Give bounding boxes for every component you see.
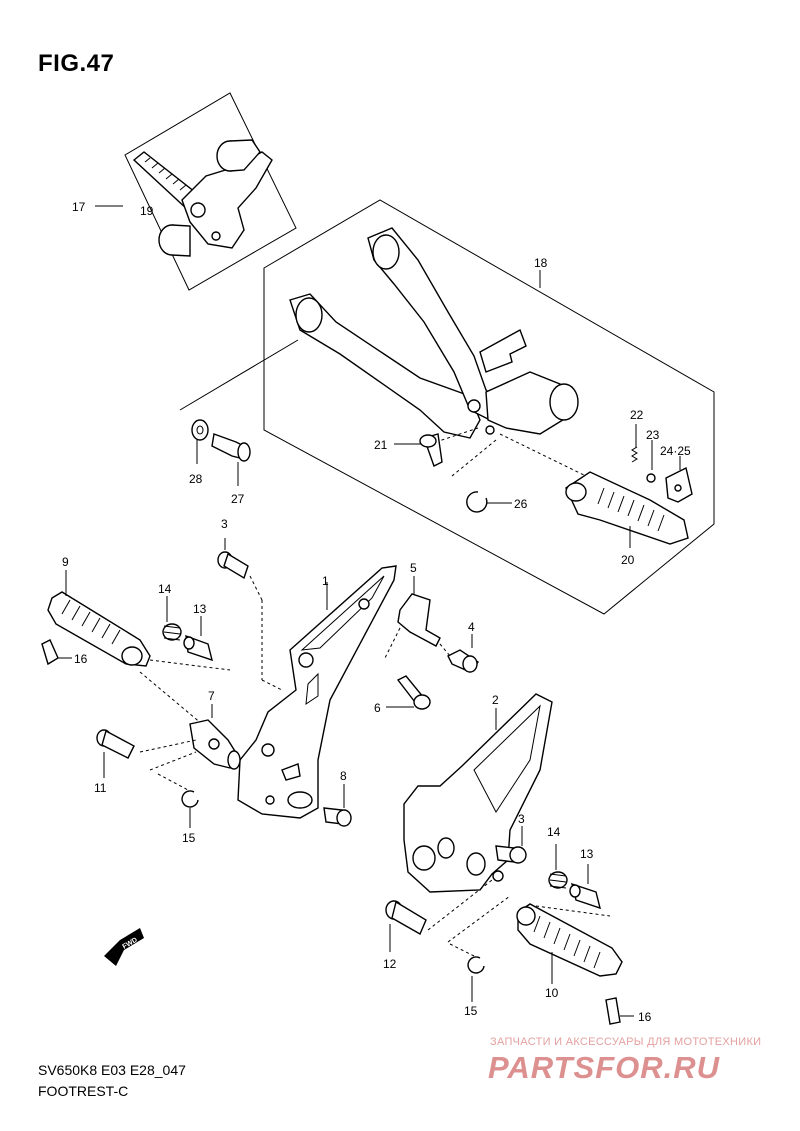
callout-28: 28 [189, 472, 203, 486]
pin-12-clip-15-right [385, 879, 511, 1002]
watermark-subtitle: ЗАПЧАСТИ И АКСЕССУАРЫ ДЛЯ МОТОТЕХНИКИ [490, 1036, 762, 1048]
callout-14-left: 14 [158, 582, 172, 596]
callout-16-right: 16 [638, 1010, 652, 1024]
callout-7: 7 [208, 689, 215, 703]
bolt-8 [323, 784, 352, 827]
callout-2: 2 [492, 693, 499, 707]
footpeg-9 [47, 570, 151, 667]
callout-8: 8 [340, 769, 347, 783]
section-name: FOOTREST-C [38, 1083, 129, 1099]
callout-19: 19 [140, 204, 154, 218]
spring-14-pin-13-left [139, 596, 231, 725]
bolt-6 [386, 675, 431, 710]
callout-labels: 17 19 18 22 23 24·25 21 26 20 28 27 3 1 … [62, 200, 691, 1024]
inset-box-18 [179, 199, 715, 615]
callout-1: 1 [322, 574, 329, 588]
bolt-3-upper [217, 538, 283, 691]
footrest-bracket-2 [403, 693, 553, 893]
callout-22: 22 [630, 408, 644, 422]
plug-16-right [605, 997, 634, 1025]
callout-24-25: 24·25 [660, 444, 691, 458]
callout-27: 27 [231, 492, 245, 506]
pin-11-clip-15-left [96, 729, 199, 828]
callout-16-left: 16 [74, 652, 88, 666]
callout-26: 26 [514, 497, 528, 511]
footpeg-10 [516, 903, 623, 984]
callout-6: 6 [374, 701, 381, 715]
bolt-3-lower [495, 826, 527, 864]
bracket-5-bolt-4 [383, 576, 480, 673]
forward-arrow-icon: FWD [104, 928, 144, 966]
callout-11: 11 [94, 781, 107, 795]
callout-10: 10 [545, 986, 559, 1000]
callout-23: 23 [646, 428, 660, 442]
callout-21: 21 [374, 438, 388, 452]
callout-9: 9 [62, 555, 69, 569]
callout-5: 5 [410, 561, 417, 575]
model-code: SV650K8 E03 E28_047 [38, 1062, 186, 1078]
callout-12: 12 [383, 957, 397, 971]
spring-14-pin-13-right [535, 844, 611, 917]
bracket-7 [189, 704, 241, 770]
inset-box-17 [95, 92, 297, 291]
washer-28-bolt-27 [191, 419, 251, 486]
footrest-bracket-1 [237, 565, 397, 819]
watermark-brand: PARTSFOR.RU [488, 1050, 721, 1085]
callout-13-left: 13 [193, 602, 207, 616]
callout-20: 20 [621, 553, 635, 567]
callout-3-lower: 3 [518, 812, 525, 826]
callout-17: 17 [72, 200, 86, 214]
plug-16-left [41, 639, 72, 666]
callout-3-upper: 3 [221, 517, 228, 531]
callout-14-right: 14 [547, 825, 561, 839]
figure-title: FIG.47 [38, 50, 115, 77]
callout-4: 4 [468, 620, 475, 634]
callout-13-right: 13 [580, 847, 594, 861]
callout-15-right: 15 [464, 1004, 478, 1018]
callout-18: 18 [534, 256, 548, 270]
footpeg-20 [565, 471, 689, 548]
callout-15-left: 15 [182, 831, 196, 845]
